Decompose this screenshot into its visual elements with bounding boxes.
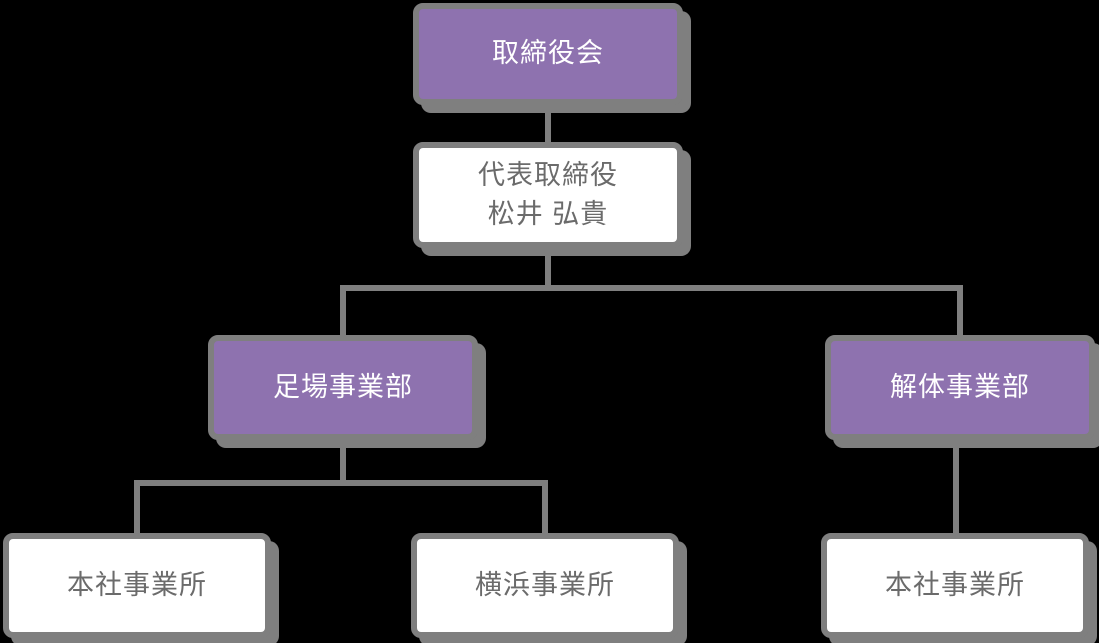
connector-scaffold-branch-riser [340, 440, 346, 480]
node-label: 足場事業部 [273, 371, 413, 402]
node-label: 横浜事業所 [475, 569, 615, 600]
connector-drop-scaffold-division [340, 285, 346, 335]
node-label: 解体事業部 [890, 371, 1030, 402]
node-title: 代表取締役 [478, 159, 618, 190]
connector-drop-demolition-division [957, 285, 963, 335]
node-scaffold-head-office: 本社事業所 [3, 533, 271, 638]
node-label: 取締役会 [492, 38, 604, 69]
node-person-name: 松井 弘貴 [487, 199, 609, 229]
connector-divisions-horizontal [340, 285, 963, 291]
connector-offices-horizontal [134, 480, 548, 486]
node-label: 本社事業所 [885, 569, 1025, 600]
connector-board-ceo [545, 105, 551, 142]
connector-ceo-branch-riser [545, 248, 551, 285]
node-representative-director: 代表取締役 松井 弘貴 [413, 142, 683, 248]
connector-drop-yokohama-office [542, 480, 548, 533]
node-board-of-directors: 取締役会 [413, 3, 683, 105]
node-scaffold-yokohama-office: 横浜事業所 [411, 533, 679, 638]
node-demolition-division: 解体事業部 [825, 335, 1095, 440]
connector-drop-head-office [134, 480, 140, 533]
connector-demolition-head-office [953, 440, 959, 533]
node-scaffold-division: 足場事業部 [208, 335, 478, 440]
node-demolition-head-office: 本社事業所 [821, 533, 1089, 638]
node-label: 本社事業所 [67, 569, 207, 600]
